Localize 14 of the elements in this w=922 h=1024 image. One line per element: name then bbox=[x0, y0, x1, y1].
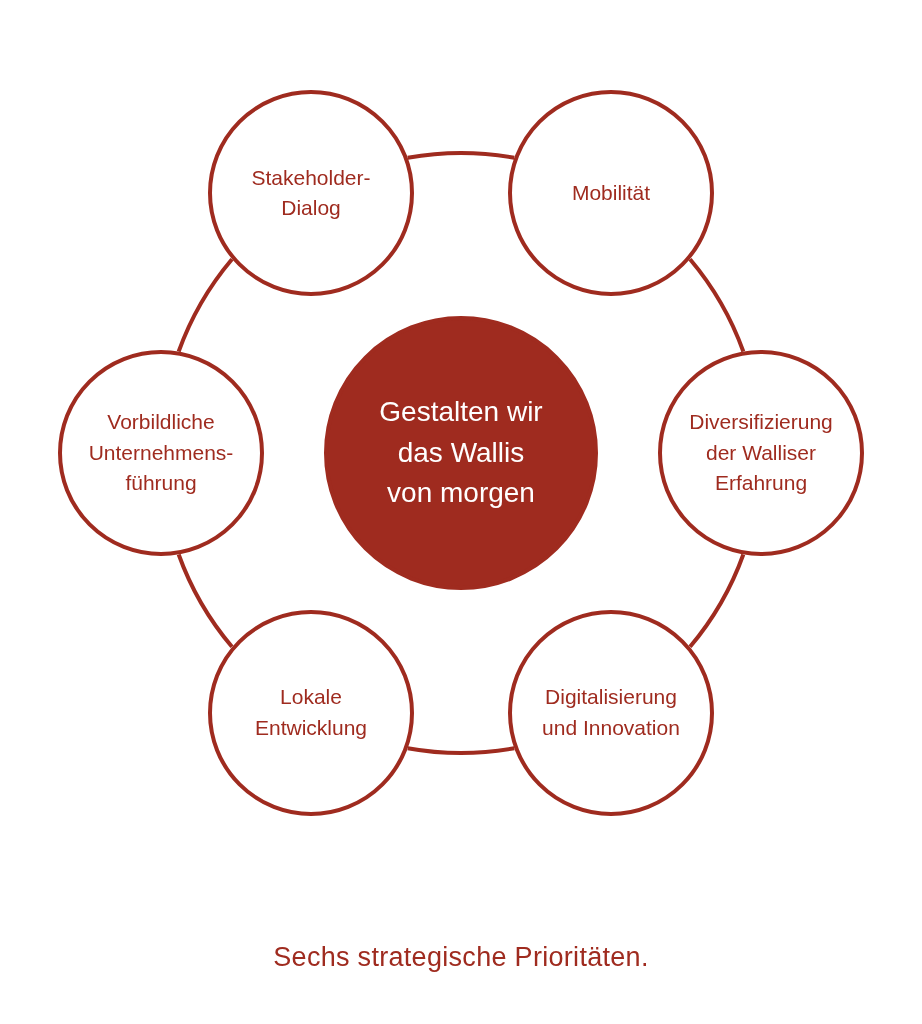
caption: Sechs strategische Prioritäten. bbox=[273, 941, 649, 974]
node-label: Mobilität bbox=[571, 179, 651, 206]
connector-arc bbox=[176, 553, 234, 648]
connector-arc bbox=[688, 553, 746, 648]
node-label: Stakeholder-Dialog bbox=[250, 164, 372, 222]
connector-arc bbox=[407, 151, 515, 160]
connector-arc bbox=[407, 746, 515, 755]
central-label: Gestalten wir das Wallis von morgen bbox=[378, 395, 544, 511]
node-label: Vorbildliche Unternehmens-führung bbox=[88, 409, 234, 497]
connector-arc bbox=[176, 258, 234, 353]
node-label: Digitalisierung und Innovation bbox=[541, 684, 681, 741]
node-label: Lokale Entwicklung bbox=[254, 684, 368, 741]
connector-arc bbox=[688, 258, 746, 353]
node-label: Diversifizierung der Walliser Erfahrung bbox=[688, 409, 834, 497]
